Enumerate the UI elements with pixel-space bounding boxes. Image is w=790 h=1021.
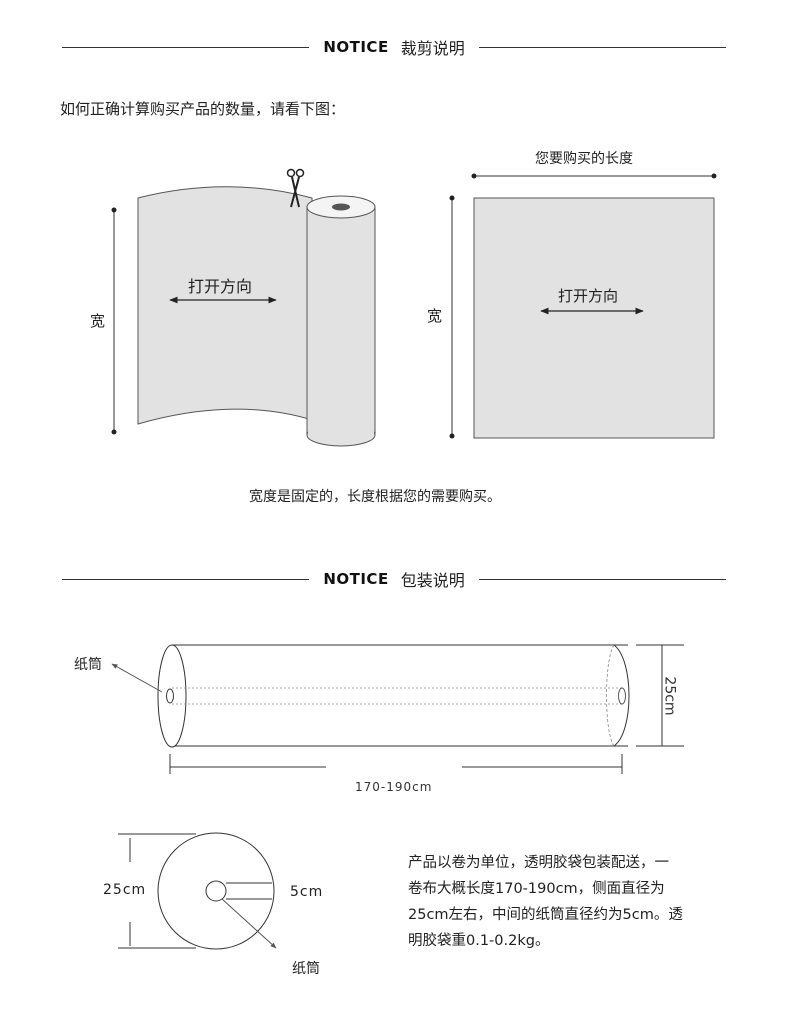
length-label-side: 170-190cm — [355, 780, 433, 794]
diameter-label-end: 25cm — [103, 882, 147, 898]
description-line: 明胶袋重0.1-0.2kg。 — [408, 933, 550, 949]
header-rule-right — [478, 578, 727, 580]
header-rule-left — [62, 46, 310, 48]
fabric-sheet — [137, 186, 313, 425]
packaging-description: 产品以卷为单位，透明胶袋包装配送，一 卷布大概长度170-190cm，侧面直径为… — [408, 850, 738, 954]
core-diameter-label: 5cm — [290, 884, 324, 900]
header-rule-left — [62, 578, 310, 580]
roll-end-core — [205, 880, 227, 902]
section-title: 裁剪说明 — [400, 39, 465, 58]
length-label: 您要购买的长度 — [535, 151, 633, 167]
cut-piece — [473, 197, 715, 439]
notice-label: NOTICE — [323, 38, 389, 56]
description-line: 25cm左右，中间的纸筒直径约为5cm。透 — [408, 907, 683, 923]
roll-right-end — [613, 644, 630, 747]
tube-label-side: 纸筒 — [74, 657, 102, 673]
section-header-packaging: NOTICE 包装说明 — [62, 569, 727, 590]
section-title: 包装说明 — [400, 571, 465, 590]
header-rule-right — [478, 46, 727, 48]
tube-pointer — [111, 663, 163, 693]
section-header-cutting: NOTICE 裁剪说明 — [62, 37, 727, 58]
width-label-left: 宽 — [90, 312, 106, 330]
tube-label-end: 纸筒 — [292, 961, 320, 977]
intro-text: 如何正确计算购买产品的数量，请看下图： — [60, 100, 346, 118]
roll-core — [332, 203, 350, 211]
description-line: 卷布大概长度170-190cm，侧面直径为 — [408, 881, 665, 897]
width-label-right: 宽 — [427, 307, 443, 325]
roll-side-view — [111, 644, 684, 774]
dimension-dot — [111, 429, 117, 435]
cut-piece-diagram — [449, 173, 717, 439]
open-direction-label-right: 打开方向 — [558, 287, 619, 305]
roll-end-view — [118, 832, 277, 950]
cutting-caption: 宽度是固定的，长度根据您的需要购买。 — [249, 489, 501, 505]
core-pointer — [221, 898, 277, 949]
fabric-roll-diagram — [111, 168, 376, 447]
diameter-label-side: 25cm — [661, 676, 678, 716]
dimension-dot — [111, 207, 117, 213]
notice-label: NOTICE — [323, 570, 389, 588]
scissors-icon — [286, 168, 305, 208]
core-hole — [166, 688, 174, 704]
roll-body — [307, 207, 375, 435]
description-line: 产品以卷为单位，透明胶袋包装配送，一 — [408, 855, 669, 871]
open-direction-label-left: 打开方向 — [188, 277, 253, 296]
